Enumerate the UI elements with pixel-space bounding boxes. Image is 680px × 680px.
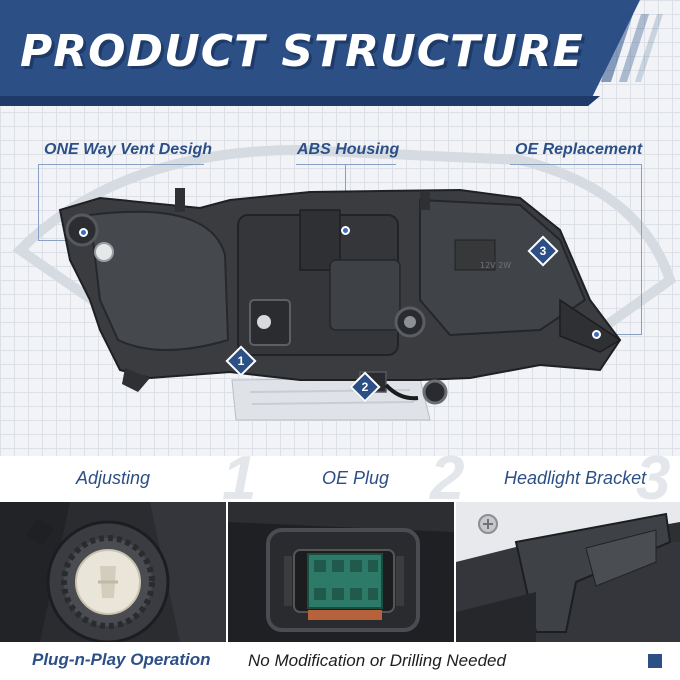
headlight-housing-illustration: 12V 2W bbox=[58, 188, 622, 421]
leader-line-replacement bbox=[600, 334, 642, 335]
leader-line-vent bbox=[38, 240, 84, 241]
footer-square-icon bbox=[648, 654, 662, 668]
callout-vent: ONE Way Vent Desigh bbox=[44, 141, 213, 158]
banner-stripe bbox=[0, 96, 600, 106]
feature-label-bracket: Headlight Bracket bbox=[504, 468, 647, 488]
leader-line-replacement bbox=[510, 164, 642, 165]
title-banner bbox=[0, 0, 640, 104]
callout-replacement: OE Replacement bbox=[515, 141, 643, 158]
detail-photo-oe-plug bbox=[228, 502, 454, 642]
feature-number: 2 bbox=[430, 444, 465, 513]
footer-text: No Modification or Drilling Needed bbox=[248, 651, 506, 670]
feature-strip bbox=[0, 456, 680, 502]
feature-label-adjusting: Adjusting bbox=[76, 468, 151, 488]
leader-line-vent bbox=[38, 164, 39, 240]
feature-label-oe-plug: OE Plug bbox=[322, 468, 390, 488]
page-title: PRODUCT STRUCTURE bbox=[20, 26, 584, 77]
leader-line-housing bbox=[296, 164, 396, 165]
leader-line-vent bbox=[38, 164, 204, 165]
leader-line-replacement bbox=[641, 164, 642, 334]
leader-dot bbox=[79, 228, 88, 237]
callout-housing: ABS Housing bbox=[297, 141, 400, 158]
detail-photo-bracket bbox=[456, 502, 680, 642]
footer-highlight: Plug-n-Play Operation bbox=[32, 650, 211, 669]
leader-dot bbox=[341, 226, 350, 235]
housing-stamp: 12V 2W bbox=[480, 261, 511, 270]
footer bbox=[0, 642, 680, 680]
leader-dot bbox=[592, 330, 601, 339]
feature-number: 1 bbox=[222, 444, 257, 513]
detail-photo-adjusting bbox=[0, 502, 226, 642]
feature-number: 3 bbox=[636, 444, 671, 513]
